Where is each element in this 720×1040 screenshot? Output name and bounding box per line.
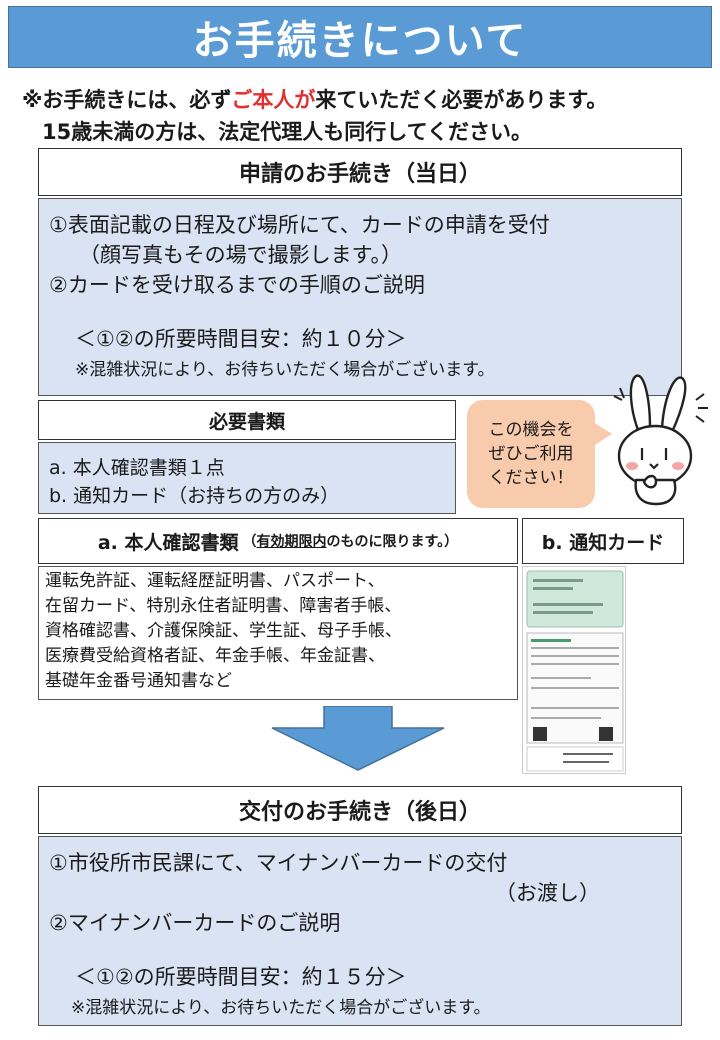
id-docs-line: 資格確認書、介護保険証、学生証、母子手帳、 [45,621,402,641]
notice-card-image [522,566,626,774]
application-step-1-note: （顔写真もその場で撮影します。） [79,243,402,267]
id-docs-condition: （有効期限内のものに限ります。） [243,531,459,551]
bubble-line: ください！ [488,468,574,488]
required-docs-header: 必要書類 [38,400,456,440]
id-docs-paren: （ [242,534,257,550]
page-title: お手続きについて [8,6,712,68]
speech-bubble-tail [590,420,612,448]
id-docs-title: a. 本人確認書類 [97,531,239,554]
id-docs-line: 医療費受給資格者証、年金手帳、年金証書、 [45,646,385,666]
delivery-header: 交付のお手続き（後日） [38,786,682,834]
delivery-step-1-note: （お渡し） [495,881,600,905]
id-docs-line: 運転免許証、運転経歴証明書、パスポート、 [45,571,385,591]
delivery-panel: ①市役所市民課にて、マイナンバーカードの交付 （お渡し） ②マイナンバーカードの… [38,836,682,1026]
delivery-congestion-note: ※混雑状況により、お待ちいただく場合がございます。 [71,998,491,1018]
notice-text: ※お手続きには、必ず [22,88,232,112]
id-docs-line: 基礎年金番号通知書など [45,671,232,691]
bubble-line: この機会を [488,420,574,440]
bubble-line: ぜひご利用 [488,444,574,464]
delivery-step-1: ①市役所市民課にて、マイナンバーカードの交付 [49,851,508,875]
id-docs-list: 運転免許証、運転経歴証明書、パスポート、 在留カード、特別永住者証明書、障害者手… [38,566,518,700]
application-congestion-note: ※混雑状況により、お待ちいただく場合がございます。 [75,360,495,380]
required-doc-a: a. 本人確認書類１点 [49,457,225,479]
application-step-1: ①表面記載の日程及び場所にて、カードの申請を受付 [49,213,550,237]
notice-emphasis: ご本人が [231,88,316,112]
required-docs-panel: a. 本人確認書類１点 b. 通知カード（お持ちの方のみ） [38,442,456,514]
id-docs-valid-period: 有効期限内 [256,534,327,550]
application-time-estimate: ＜①②の所要時間目安：約１０分＞ [75,327,407,351]
delivery-step-2: ②マイナンバーカードのご説明 [49,911,341,935]
required-doc-b: b. 通知カード（お持ちの方のみ） [49,485,340,507]
down-arrow-icon [271,706,445,771]
application-header: 申請のお手続き（当日） [38,148,682,196]
notice-card-illustration-icon [526,570,624,772]
id-docs-header: a. 本人確認書類 （有効期限内のものに限ります。） [38,518,518,564]
speech-bubble: この機会を ぜひご利用 ください！ [467,400,595,508]
delivery-time-estimate: ＜①②の所要時間目安：約１５分＞ [75,965,407,989]
rabbit-mascot-icon [613,374,708,506]
notice-card-header: b. 通知カード [522,518,684,564]
notice-line-2: 15歳未満の方は、法定代理人も同行してください。 [42,120,532,144]
application-step-2: ②カードを受け取るまでの手順のご説明 [49,273,425,297]
notice-line-1: ※お手続きには、必ずご本人が来ていただく必要があります。 [22,84,712,114]
application-panel: ①表面記載の日程及び場所にて、カードの申請を受付 （顔写真もその場で撮影します。… [38,198,682,396]
id-docs-line: 在留カード、特別永住者証明書、障害者手帳、 [45,596,402,616]
id-docs-limit-text: のものに限ります。） [326,534,459,550]
notice-text-rest: 来ていただく必要があります。 [315,88,608,112]
